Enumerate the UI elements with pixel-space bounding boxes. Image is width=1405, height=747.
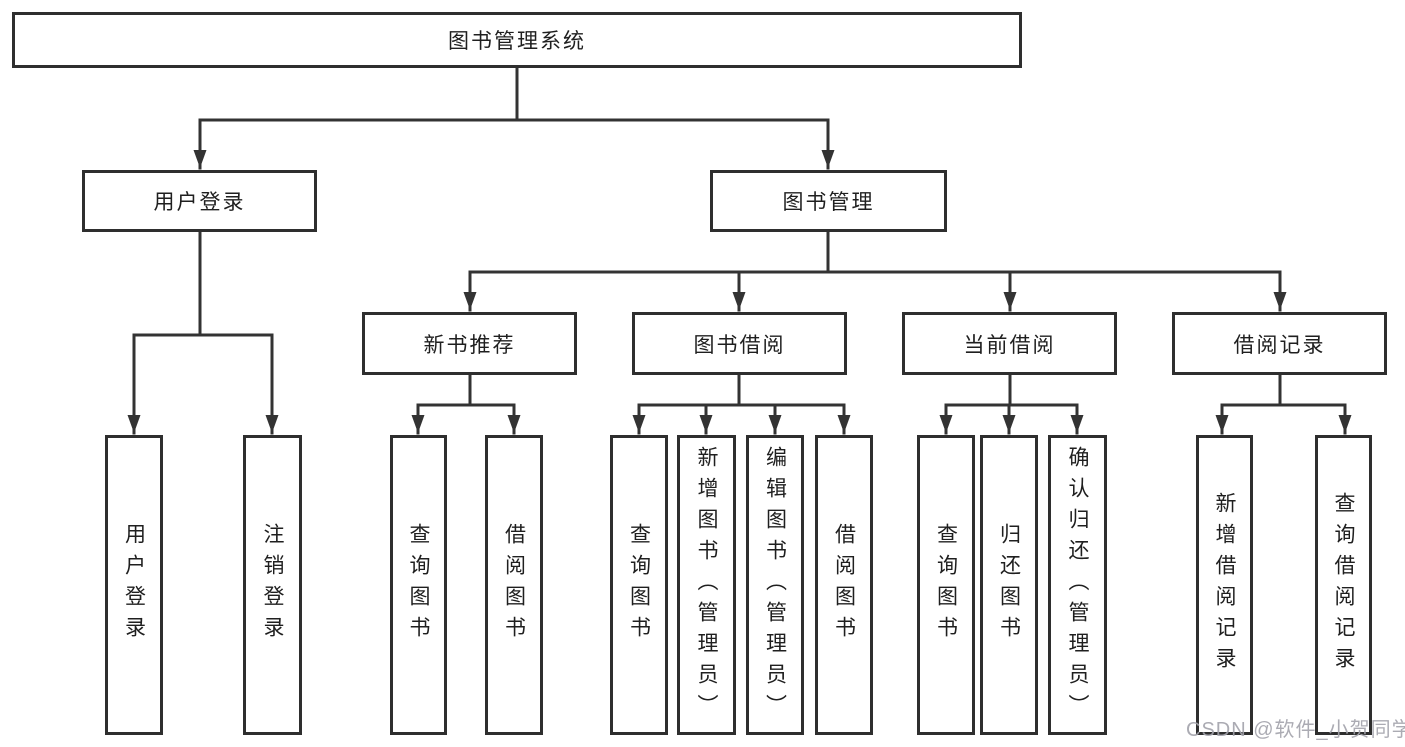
leaf-newbook-borrow-book: 借阅图书 [485,435,543,735]
connector-borrow-to-leaves [632,373,851,435]
leaf-borrow-edit-book-admin: 编辑图书（管理员） [746,435,804,735]
leaf-user-login: 用户登录 [105,435,163,735]
leaf-current-return-book: 归还图书 [980,435,1038,735]
leaf-current-query-book: 查询图书 [917,435,975,735]
leaf-borrow-add-book-admin: 新增图书（管理员） [677,435,736,735]
connector-mgmt-to-level3 [463,230,1287,312]
leaf-record-add-borrow-record: 新增借阅记录 [1196,435,1253,735]
node-borrow-record: 借阅记录 [1172,312,1387,375]
connector-record-to-leaves [1215,373,1352,435]
node-user-login: 用户登录 [82,170,317,232]
csdn-watermark: CSDN @软件_小贺同学 [1186,719,1405,741]
leaf-newbook-query-book: 查询图书 [390,435,447,735]
node-book-borrow: 图书借阅 [632,312,847,375]
node-root-system: 图书管理系统 [12,12,1022,68]
leaf-current-confirm-return-admin: 确认归还（管理员） [1048,435,1107,735]
connector-current-to-leaves [939,373,1084,435]
connector-root-to-level2 [193,66,835,170]
leaf-record-query-borrow-record: 查询借阅记录 [1315,435,1372,735]
connector-login-to-leaves [127,230,279,435]
leaf-logout-login: 注销登录 [243,435,302,735]
node-new-book-recommend: 新书推荐 [362,312,577,375]
connector-newbook-to-leaves [411,373,521,435]
leaf-borrow-query-book: 查询图书 [610,435,668,735]
node-current-borrow: 当前借阅 [902,312,1117,375]
node-book-management: 图书管理 [710,170,947,232]
leaf-borrow-borrow-book: 借阅图书 [815,435,873,735]
